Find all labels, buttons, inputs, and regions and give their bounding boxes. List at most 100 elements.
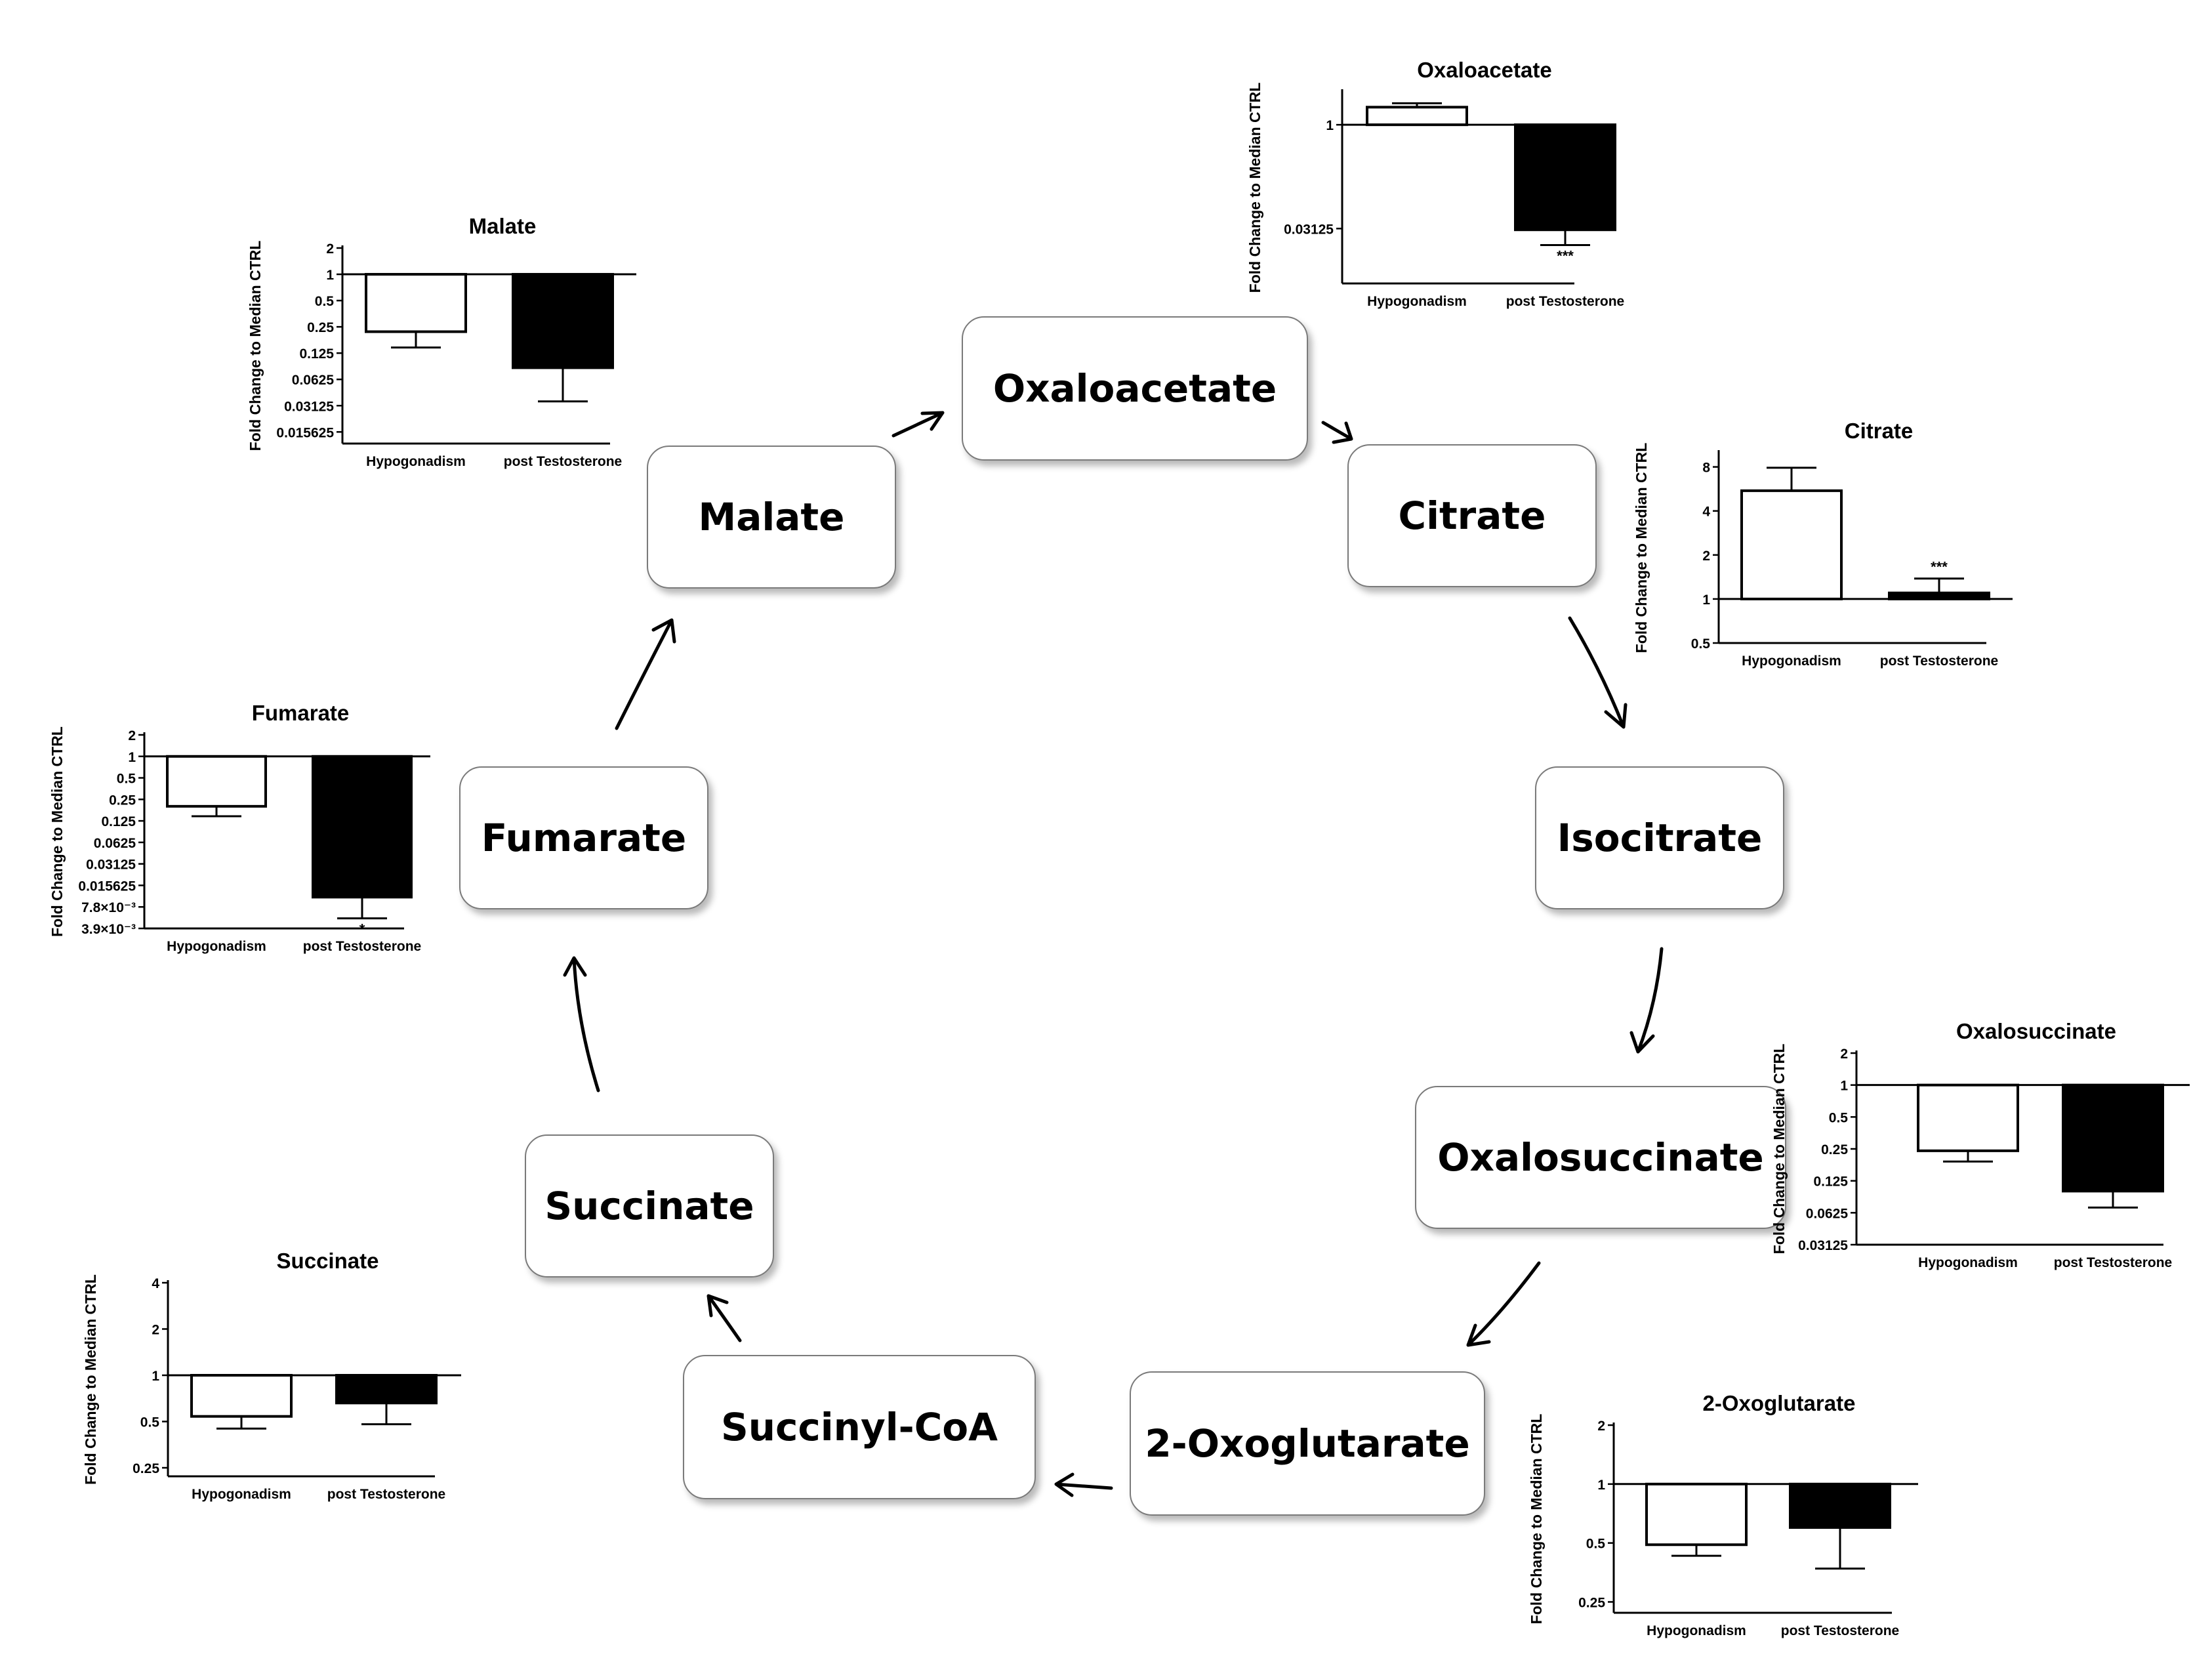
significance-marker: * (359, 921, 365, 938)
y-axis-label: Fold Change to Median CTRL (1528, 1414, 1545, 1625)
y-tick-label: 0.03125 (1284, 222, 1334, 237)
y-tick-label: 0.25 (133, 1461, 159, 1476)
y-tick-label: 0.03125 (86, 858, 136, 873)
y-tick-label: 0.5 (315, 294, 335, 309)
y-tick-label: 1 (1702, 592, 1710, 608)
node-oxoglutarate: 2-Oxoglutarate (1130, 1371, 1485, 1516)
arrow-oxalosuccinate-to-oxoglutarate (1466, 1261, 1541, 1347)
arrow-oxaloacetate-to-citrate (1321, 421, 1353, 444)
bar-hypogonadism (1917, 1083, 2019, 1152)
y-tick-label: 0.5 (140, 1415, 160, 1430)
category-label: post Testosterone (1506, 294, 1624, 309)
arrow-succinate-to-fumarate (563, 956, 600, 1092)
y-tick-label: 0.5 (1586, 1537, 1606, 1552)
arrow-citrate-to-isocitrate (1568, 616, 1628, 729)
category-label: post Testosterone (2054, 1255, 2172, 1270)
y-tick-label: 2 (128, 728, 136, 743)
bar-post-testosterone (1789, 1482, 1891, 1529)
chart-title: Fumarate (252, 701, 350, 725)
y-tick-label: 0.0625 (292, 373, 335, 388)
arrow-isocitrate-to-oxalosuccinate (1629, 947, 1664, 1054)
chart-title: 2-Oxoglutarate (1703, 1391, 1856, 1415)
y-tick-label: 1 (152, 1369, 159, 1384)
y-tick-label: 0.0625 (1806, 1206, 1849, 1221)
y-tick-label: 0.125 (1813, 1174, 1848, 1190)
node-oxalosuccinate: Oxalosuccinate (1415, 1086, 1786, 1229)
y-tick-label: 4 (152, 1276, 159, 1291)
bar-hypogonadism (190, 1373, 293, 1418)
chart-title: Succinate (277, 1249, 379, 1273)
significance-marker: *** (1931, 559, 1948, 575)
category-label: Hypogonadism (1647, 1623, 1746, 1638)
y-tick-label: 0.125 (299, 346, 334, 362)
y-tick-label: 0.015625 (78, 879, 136, 894)
arrow-oxoglutarate-to-succinylcoa (1054, 1472, 1113, 1497)
category-label: Hypogonadism (1367, 294, 1467, 309)
bar-hypogonadism (1740, 489, 1843, 600)
y-tick-label: 0.5 (1829, 1110, 1849, 1125)
category-label: post Testosterone (327, 1487, 445, 1502)
arrow-fumarate-to-malate (615, 618, 676, 730)
chart-title: Citrate (1845, 419, 1914, 443)
y-tick-label: 1 (128, 750, 136, 765)
y-axis-label: Fold Change to Median CTRL (49, 726, 66, 937)
y-axis-label: Fold Change to Median CTRL (82, 1274, 99, 1485)
y-tick-label: 2 (326, 241, 334, 257)
y-tick-label: 0.25 (1578, 1595, 1605, 1610)
arrow-malate-to-oxaloacetate (891, 411, 945, 438)
node-malate: Malate (647, 446, 896, 589)
y-tick-label: 0.25 (307, 320, 334, 335)
y-tick-label: 4 (1702, 505, 1710, 520)
category-label: Hypogonadism (1918, 1255, 2018, 1270)
arrow-succinylcoa-to-succinate (707, 1294, 742, 1342)
y-tick-label: 0.03125 (1798, 1238, 1848, 1253)
y-tick-label: 0.125 (101, 814, 136, 829)
y-tick-label: 0.03125 (284, 399, 334, 414)
y-tick-label: 3.9×10⁻³ (81, 922, 136, 937)
chart-title: Oxalosuccinate (1956, 1019, 2116, 1043)
bar-post-testosterone (335, 1373, 438, 1405)
significance-marker: *** (1557, 248, 1574, 264)
node-citrate: Citrate (1347, 444, 1597, 587)
y-tick-label: 2 (1597, 1419, 1605, 1434)
y-tick-label: 1 (1326, 118, 1334, 133)
bar-hypogonadism (365, 273, 467, 333)
chart-title: Oxaloacetate (1417, 58, 1551, 82)
y-tick-label: 1 (326, 268, 334, 283)
category-label: Hypogonadism (366, 454, 466, 469)
y-tick-label: 2 (1840, 1047, 1848, 1062)
bar-post-testosterone (2062, 1083, 2164, 1193)
y-tick-label: 0.25 (109, 793, 136, 808)
y-tick-label: 2 (152, 1322, 159, 1337)
y-tick-label: 1 (1597, 1478, 1605, 1493)
y-tick-label: 0.015625 (276, 425, 334, 440)
y-axis-label: Fold Change to Median CTRL (1633, 443, 1650, 654)
bar-hypogonadism (1645, 1482, 1748, 1547)
category-label: Hypogonadism (1742, 654, 1841, 669)
category-label: Hypogonadism (192, 1487, 291, 1502)
category-label: post Testosterone (504, 454, 622, 469)
y-axis-label: Fold Change to Median CTRL (1771, 1044, 1788, 1255)
y-tick-label: 2 (1702, 549, 1710, 564)
y-tick-label: 7.8×10⁻³ (81, 900, 136, 915)
chart-title: Malate (469, 214, 537, 238)
y-axis-label: Fold Change to Median CTRL (247, 241, 264, 451)
bar-post-testosterone (512, 273, 614, 369)
category-label: post Testosterone (303, 939, 421, 954)
category-label: post Testosterone (1781, 1623, 1899, 1638)
node-oxaloacetate: Oxaloacetate (962, 316, 1308, 461)
node-fumarate: Fumarate (459, 766, 708, 909)
node-succinyl-coa: Succinyl-CoA (683, 1355, 1036, 1499)
y-axis-label: Fold Change to Median CTRL (1246, 83, 1263, 293)
y-tick-label: 0.5 (1691, 636, 1711, 652)
y-tick-label: 8 (1702, 461, 1710, 476)
node-succinate: Succinate (525, 1134, 774, 1278)
